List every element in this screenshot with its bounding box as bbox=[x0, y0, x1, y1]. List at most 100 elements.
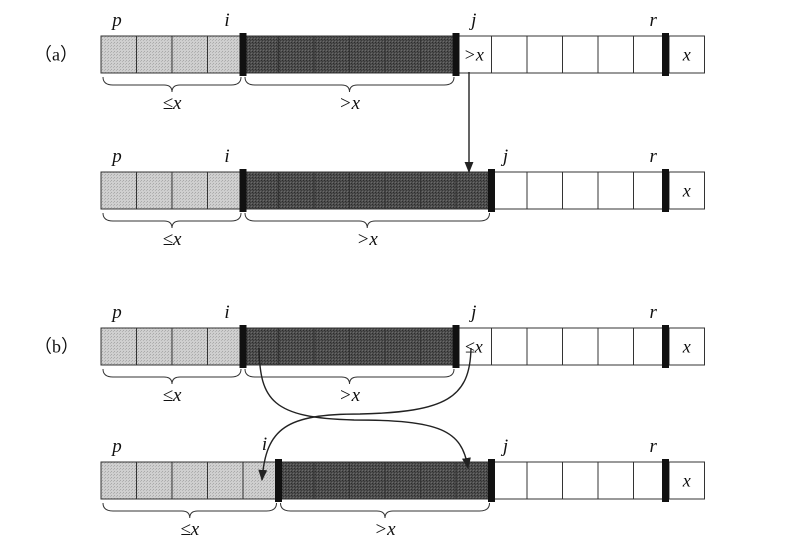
array-cell bbox=[242, 35, 279, 74]
arrow-b-swap-to-right bbox=[258, 347, 471, 470]
boundary-j bbox=[452, 325, 460, 368]
brace-label: ≤x bbox=[163, 93, 182, 114]
array-cell bbox=[420, 461, 457, 500]
brace-label: >x bbox=[374, 519, 396, 540]
array-cell bbox=[526, 327, 563, 366]
array-cell bbox=[349, 171, 386, 210]
index-label-j: j bbox=[468, 10, 476, 31]
array-cell bbox=[562, 171, 599, 210]
brace bbox=[102, 76, 242, 93]
array-cell bbox=[526, 171, 563, 210]
array-cell bbox=[349, 327, 386, 366]
array-cell bbox=[136, 171, 173, 210]
brace bbox=[244, 76, 455, 93]
array-cell bbox=[597, 171, 634, 210]
array-cell bbox=[384, 35, 421, 74]
array-cell bbox=[313, 461, 350, 500]
boundary-pivot bbox=[662, 33, 669, 76]
array-cell bbox=[278, 171, 315, 210]
array-cell bbox=[171, 35, 208, 74]
array-cell bbox=[100, 35, 137, 74]
array-cell bbox=[278, 327, 315, 366]
array-cell bbox=[420, 327, 457, 366]
cell-label: >x bbox=[464, 45, 484, 65]
boundary-pivot bbox=[662, 459, 669, 502]
boundary-pivot bbox=[662, 325, 669, 368]
boundary-i bbox=[239, 169, 247, 212]
array-cell bbox=[278, 35, 315, 74]
brace-label: >x bbox=[339, 385, 361, 406]
index-label-r: r bbox=[650, 436, 658, 457]
array-cell bbox=[526, 461, 563, 500]
array-cell bbox=[136, 327, 173, 366]
array-cell bbox=[100, 461, 137, 500]
array-cell bbox=[349, 461, 386, 500]
boundary-j bbox=[488, 459, 495, 502]
array-cell bbox=[242, 171, 279, 210]
array-cell bbox=[597, 327, 634, 366]
array-cell bbox=[100, 327, 137, 366]
array-cell bbox=[491, 35, 528, 74]
array-cell bbox=[597, 35, 634, 74]
array-cell bbox=[384, 461, 421, 500]
brace-label: ≤x bbox=[180, 519, 199, 540]
pivot-cell-label: x bbox=[682, 181, 691, 201]
array-cell bbox=[562, 327, 599, 366]
panel-b-after: x p i j r ≤x >x bbox=[100, 434, 705, 540]
array-cell bbox=[100, 171, 137, 210]
index-label-p: p bbox=[110, 10, 122, 31]
array-cell bbox=[491, 461, 528, 500]
brace bbox=[244, 212, 490, 229]
array-cell bbox=[420, 35, 457, 74]
array-cell bbox=[171, 171, 208, 210]
array-cell bbox=[313, 327, 350, 366]
array-cell bbox=[136, 35, 173, 74]
brace-label: >x bbox=[357, 229, 379, 250]
array-cell bbox=[207, 327, 244, 366]
boundary-i bbox=[275, 459, 282, 502]
brace bbox=[102, 212, 242, 229]
index-label-i: i bbox=[224, 146, 229, 167]
array-cell bbox=[491, 171, 528, 210]
array-cell bbox=[668, 35, 705, 74]
boundary-j bbox=[488, 169, 495, 212]
index-label-r: r bbox=[650, 10, 658, 31]
pivot-cell-label: x bbox=[682, 471, 691, 491]
pivot-cell-label: x bbox=[682, 337, 691, 357]
array-cell bbox=[420, 171, 457, 210]
arrow-b-swap-to-left bbox=[258, 347, 472, 482]
array-cell bbox=[207, 35, 244, 74]
index-label-i: i bbox=[262, 434, 267, 455]
index-label-p: p bbox=[110, 436, 122, 457]
array-cell bbox=[313, 171, 350, 210]
boundary-j bbox=[452, 33, 460, 76]
array-cell bbox=[384, 327, 421, 366]
cell-label: ≤x bbox=[465, 337, 483, 357]
index-label-j: j bbox=[500, 436, 508, 457]
array-cell bbox=[455, 461, 492, 500]
index-label-i: i bbox=[224, 10, 229, 31]
array-cell bbox=[384, 171, 421, 210]
array-cell bbox=[313, 35, 350, 74]
array-cell bbox=[207, 171, 244, 210]
array-cell bbox=[242, 461, 279, 500]
array-cell bbox=[207, 461, 244, 500]
array-cell bbox=[491, 327, 528, 366]
brace-label: >x bbox=[339, 93, 361, 114]
index-label-r: r bbox=[650, 146, 658, 167]
part-label: （a） bbox=[34, 45, 78, 65]
array-cell bbox=[136, 461, 173, 500]
index-label-r: r bbox=[650, 302, 658, 323]
index-label-i: i bbox=[224, 302, 229, 323]
array-cell bbox=[171, 461, 208, 500]
index-label-p: p bbox=[110, 146, 122, 167]
array-cell bbox=[526, 35, 563, 74]
index-label-j: j bbox=[500, 146, 508, 167]
brace bbox=[280, 502, 490, 519]
brace bbox=[244, 368, 455, 385]
